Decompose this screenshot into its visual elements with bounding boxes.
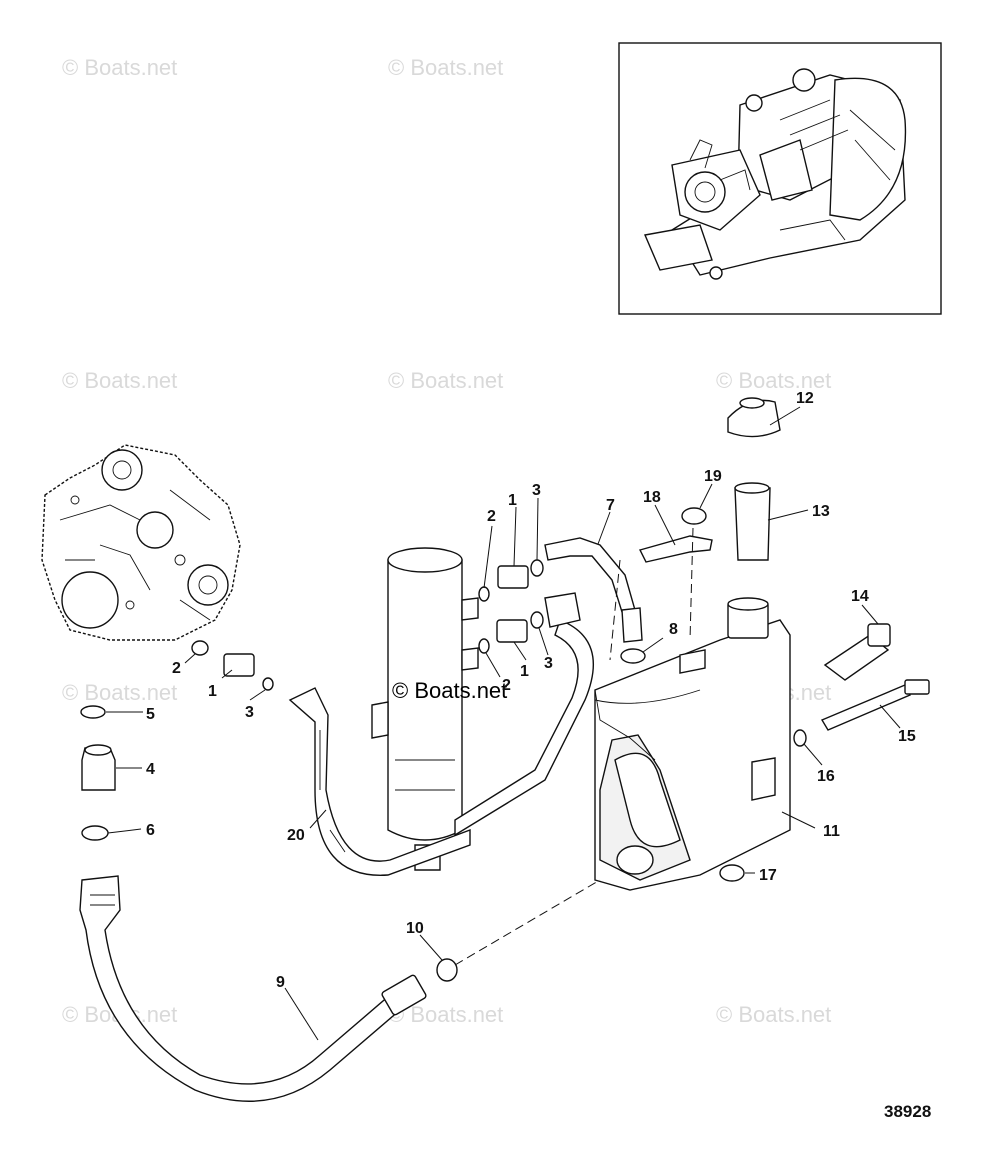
oil-cooler [371, 547, 479, 871]
callout-16: 16 [817, 768, 835, 785]
watermark-text: © Boats.net [716, 368, 831, 393]
watermark-text: © Boats.net [62, 55, 177, 80]
watermark-text: © Boats.net [62, 368, 177, 393]
watermark-text: © Boats.net [62, 680, 177, 705]
leader-lines [106, 406, 901, 1041]
callout-15: 15 [898, 728, 916, 745]
callout-18: 18 [643, 489, 661, 506]
routing-lines [454, 527, 694, 966]
callout-12: 12 [796, 390, 814, 407]
engine-illustration [644, 68, 907, 280]
callout-3: 3 [544, 655, 553, 672]
oil-tank [594, 597, 791, 891]
figure-number: 38928 [884, 1102, 931, 1121]
hose-9 [79, 875, 427, 1102]
adapter-and-washers [80, 705, 116, 841]
callout-3: 3 [532, 482, 541, 499]
callout-5: 5 [146, 706, 155, 723]
watermark-text: © Boats.net [388, 55, 503, 80]
hose-7 [544, 537, 643, 643]
callout-7: 7 [606, 497, 615, 514]
hose-20 [288, 592, 594, 876]
small-parts [436, 507, 930, 982]
callout-6: 6 [146, 822, 155, 839]
engine-locator-inset [618, 42, 942, 315]
callout-4: 4 [146, 761, 155, 778]
callout-17: 17 [759, 867, 777, 884]
callout-2: 2 [172, 660, 181, 677]
watermark-text: © Boats.net [392, 678, 507, 703]
callout-2: 2 [487, 508, 496, 525]
callout-14: 14 [851, 588, 869, 605]
callout-9: 9 [276, 974, 285, 991]
callout-10: 10 [406, 920, 424, 937]
callout-1: 1 [508, 492, 517, 509]
callout-3: 3 [245, 704, 254, 721]
watermark-text: © Boats.net [716, 1002, 831, 1027]
valve-body [41, 444, 241, 641]
cap-and-dipstick-tube [727, 397, 781, 561]
callout-8: 8 [669, 621, 678, 638]
callout-19: 19 [704, 468, 722, 485]
callout-20: 20 [287, 827, 305, 844]
callout-13: 13 [812, 503, 830, 520]
callouts: 1 1 1 2 2 2 3 3 3 4 5 6 7 8 9 10 11 12 1… [146, 390, 916, 991]
callout-1: 1 [520, 663, 529, 680]
fittings [191, 559, 544, 691]
callout-11: 11 [823, 823, 840, 840]
callout-2: 2 [502, 677, 511, 694]
watermark-text: © Boats.net [388, 368, 503, 393]
callout-1: 1 [208, 683, 217, 700]
